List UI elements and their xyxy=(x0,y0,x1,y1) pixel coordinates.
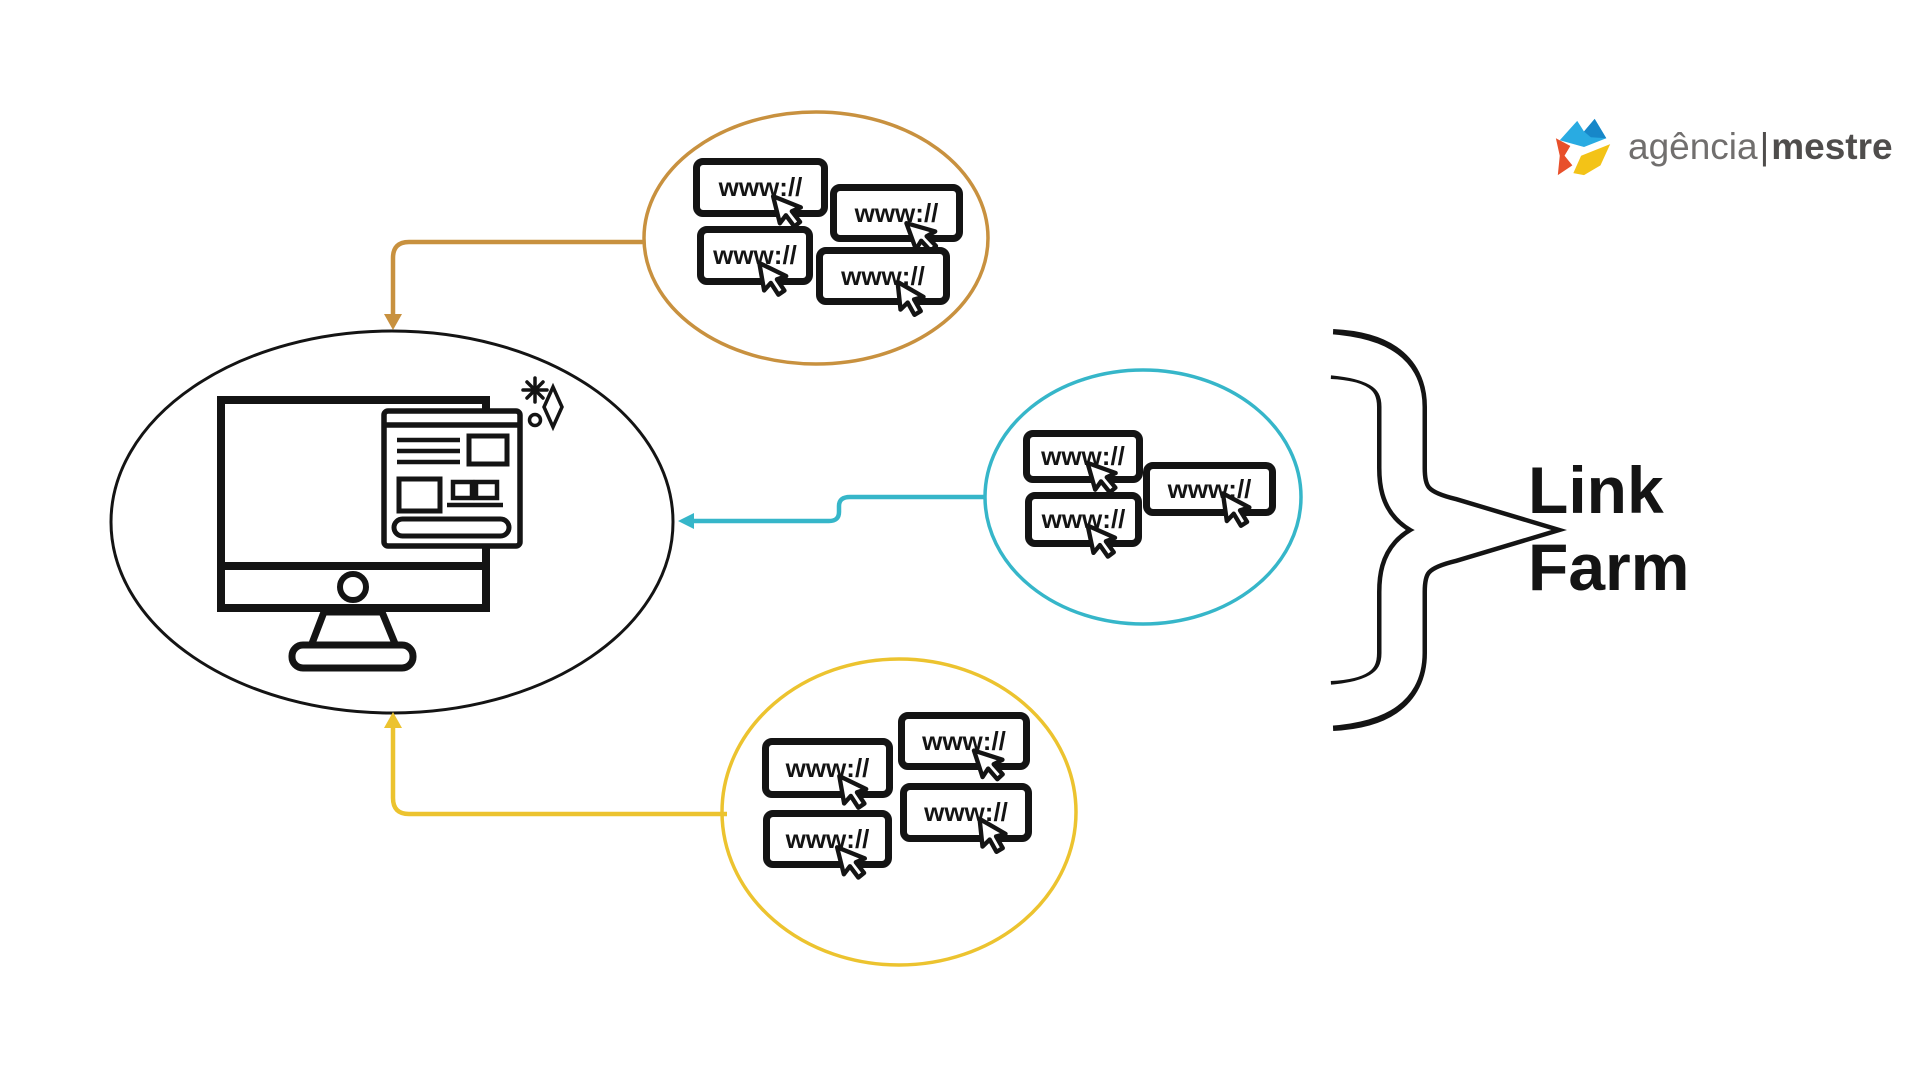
url-box: www:// xyxy=(762,738,893,798)
cursor-icon xyxy=(1216,486,1262,537)
link-farm-title-line2: Farm xyxy=(1528,530,1690,605)
url-box: www:// xyxy=(900,783,1032,842)
arrow-top-to-site xyxy=(384,239,645,330)
browser-window-icon xyxy=(381,408,523,549)
url-label: www:// xyxy=(785,752,870,783)
cursor-icon xyxy=(752,255,799,307)
url-label: www:// xyxy=(785,823,870,854)
target-site-ellipse xyxy=(109,329,675,715)
url-label: www:// xyxy=(713,240,797,270)
cursor-icon xyxy=(973,813,1018,863)
sparkle-icon xyxy=(521,376,564,432)
brand-name-left: agência xyxy=(1628,126,1758,167)
monitor-base xyxy=(288,641,417,672)
computer-icon xyxy=(217,376,564,672)
url-box: www:// xyxy=(693,158,828,217)
url-label: www:// xyxy=(1041,441,1125,471)
url-label: www:// xyxy=(854,197,939,228)
url-box: www:// xyxy=(1025,492,1142,547)
url-label: www:// xyxy=(924,797,1008,827)
arrow-bottom-to-site xyxy=(384,712,727,817)
cursor-icon xyxy=(891,276,936,326)
curly-brace xyxy=(1316,329,1568,731)
cursor-icon xyxy=(830,837,880,891)
url-label: www:// xyxy=(922,725,1006,756)
url-box: www:// xyxy=(1023,430,1143,483)
monitor-frame xyxy=(217,396,490,612)
url-box: www:// xyxy=(763,810,892,868)
brand-logo-text: agência|mestre xyxy=(1628,126,1893,168)
url-label: www:// xyxy=(718,172,803,202)
url-box: www:// xyxy=(816,247,950,305)
url-label: www:// xyxy=(1167,473,1252,504)
url-box: www:// xyxy=(830,184,963,242)
brand-separator: | xyxy=(1759,126,1770,167)
url-label: www:// xyxy=(841,260,925,291)
brand-logo-icon xyxy=(1555,118,1611,176)
brand-name-right: mestre xyxy=(1771,126,1893,167)
url-label: www:// xyxy=(1041,504,1126,534)
brand-logo: agência|mestre xyxy=(1552,116,1893,178)
link-farm-title: Link Farm xyxy=(1528,452,1689,606)
link-farm-title-line1: Link xyxy=(1528,453,1664,527)
url-box: www:// xyxy=(697,226,813,285)
url-box: www:// xyxy=(1143,462,1276,516)
url-box: www:// xyxy=(898,712,1030,770)
arrow-middle-to-site xyxy=(678,494,985,529)
